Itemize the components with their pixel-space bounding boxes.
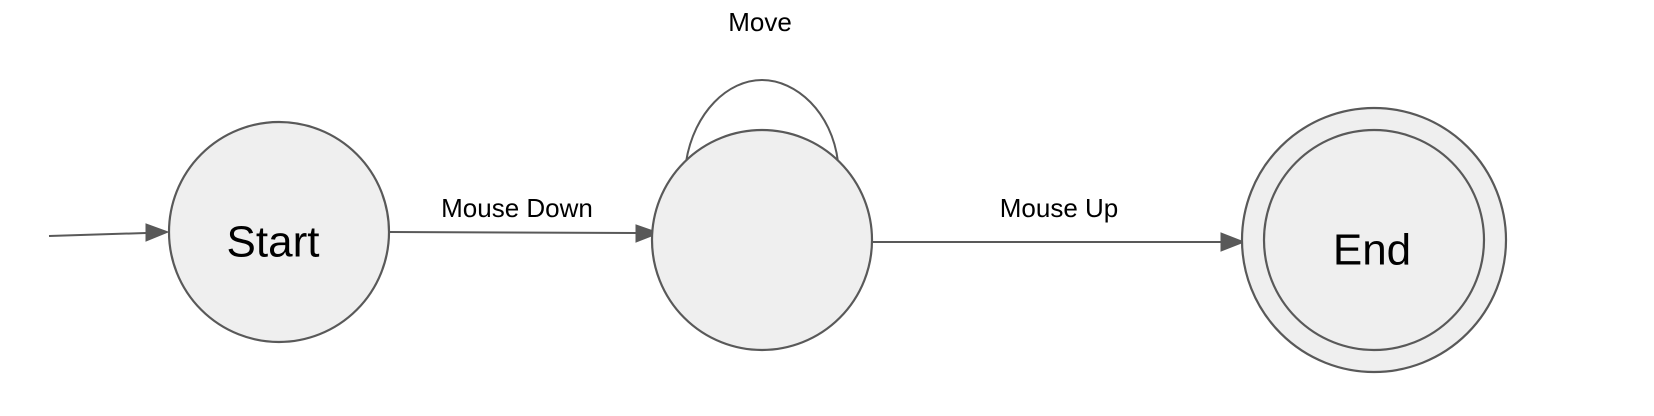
start-state-circle <box>167 120 391 344</box>
initial-transition-line <box>48 232 147 237</box>
end-state-inner-circle <box>1262 128 1486 352</box>
end-state-label: End <box>1333 226 1411 275</box>
move-label: Move <box>728 7 792 37</box>
mouse-down-arrowhead <box>635 224 661 243</box>
state-end: End <box>1240 106 1508 374</box>
state-start: Start <box>167 120 391 344</box>
move-self-loop <box>685 78 839 163</box>
mouse-up-arrowhead <box>1220 232 1246 252</box>
transition-move: Move <box>685 7 839 163</box>
state-middle <box>650 128 874 352</box>
transition-mouse-up: Mouse Up <box>872 193 1246 252</box>
start-state-label: Start <box>227 218 320 267</box>
mouse-down-line <box>388 231 637 234</box>
transition-mouse-down: Mouse Down <box>388 193 661 243</box>
initial-transition-arrowhead <box>145 223 170 242</box>
mouse-down-label: Mouse Down <box>441 193 593 223</box>
end-state-outer-circle <box>1240 106 1508 374</box>
middle-state-circle <box>650 128 874 352</box>
initial-transition <box>48 223 170 242</box>
mouse-up-label: Mouse Up <box>1000 193 1119 223</box>
